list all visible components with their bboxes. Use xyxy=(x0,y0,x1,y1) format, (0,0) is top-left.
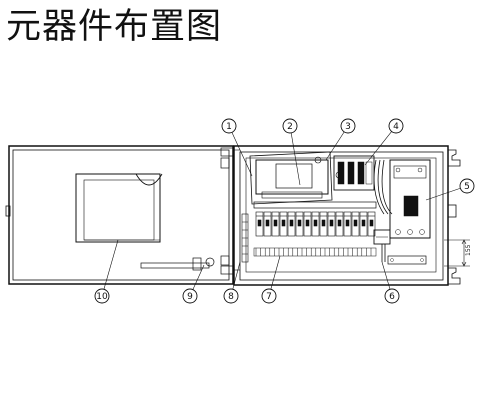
circuit-breaker xyxy=(295,211,304,237)
callout-balloon xyxy=(223,288,239,304)
circuit-breaker xyxy=(335,211,344,237)
leader-line xyxy=(425,187,461,201)
callout-number: 6 xyxy=(389,292,395,302)
cabinet-door xyxy=(5,145,234,285)
callout-number: 7 xyxy=(266,292,272,302)
circuit-breaker xyxy=(263,211,272,237)
leader-line xyxy=(270,255,281,290)
callout-balloon xyxy=(182,288,198,304)
callout-9: 9 xyxy=(182,264,205,304)
cable-gland xyxy=(373,229,391,262)
circuit-breaker xyxy=(367,211,376,237)
cabinet-body xyxy=(233,145,461,286)
terminal-rail xyxy=(253,247,377,257)
leader-line xyxy=(231,132,253,177)
height-dimension xyxy=(444,239,470,267)
callout-6: 6 xyxy=(381,261,400,304)
door-rod xyxy=(140,257,215,271)
main-breaker xyxy=(389,159,431,239)
callout-balloon xyxy=(459,178,475,194)
callout-balloon xyxy=(388,118,404,134)
circuit-breaker xyxy=(311,211,320,237)
callout-number: 9 xyxy=(187,292,193,302)
controller-box xyxy=(255,159,329,199)
earth-bar xyxy=(387,255,427,265)
cable-bundle xyxy=(373,159,393,215)
callout-number: 5 xyxy=(464,182,470,192)
leader-line xyxy=(103,239,119,290)
callout-number: 1 xyxy=(226,122,232,132)
callout-number: 3 xyxy=(345,122,351,132)
circuit-breaker xyxy=(359,211,368,237)
callout-2: 2 xyxy=(282,118,301,186)
hinge xyxy=(220,147,240,275)
dimension-label: 155 xyxy=(465,244,472,256)
callout-number: 10 xyxy=(96,292,108,302)
callout-10: 10 xyxy=(94,239,119,304)
circuit-breaker xyxy=(343,211,352,237)
callout-3: 3 xyxy=(325,118,356,161)
circuit-breaker xyxy=(255,211,264,237)
callout-8: 8 xyxy=(223,261,241,304)
leader-line xyxy=(381,261,391,290)
mcb-row xyxy=(255,211,376,237)
leader-line xyxy=(325,131,345,161)
side-terminal-strip xyxy=(241,213,249,263)
callout-balloon xyxy=(221,118,237,134)
leader-line xyxy=(290,132,301,186)
page-title: 元器件布置图 xyxy=(6,7,223,47)
circuit-breaker xyxy=(271,211,280,237)
callout-balloon xyxy=(282,118,298,134)
callout-4: 4 xyxy=(364,118,404,166)
circuit-breaker xyxy=(279,211,288,237)
circuit-breaker xyxy=(327,211,336,237)
callout-balloon xyxy=(384,288,400,304)
circuit-breaker xyxy=(303,211,312,237)
circuit-breaker xyxy=(287,211,296,237)
callout-number: 4 xyxy=(393,122,399,132)
callout-balloon xyxy=(94,288,110,304)
callout-number: 8 xyxy=(228,292,234,302)
document-pocket xyxy=(75,173,163,243)
leader-line xyxy=(192,264,205,290)
terminal-block-row xyxy=(253,247,377,257)
leader-line xyxy=(232,261,241,290)
callout-balloon xyxy=(261,288,277,304)
callout-group: 1 2 3 4 5 6 7 8 9 10 xyxy=(94,118,475,304)
circuit-breaker xyxy=(319,211,328,237)
leader-line xyxy=(364,131,392,166)
callout-5: 5 xyxy=(425,178,475,201)
callout-balloon xyxy=(340,118,356,134)
callout-7: 7 xyxy=(261,255,281,304)
din-rail xyxy=(253,201,377,209)
callout-1: 1 xyxy=(221,118,253,177)
callout-number: 2 xyxy=(287,122,293,132)
circuit-breaker xyxy=(351,211,360,237)
